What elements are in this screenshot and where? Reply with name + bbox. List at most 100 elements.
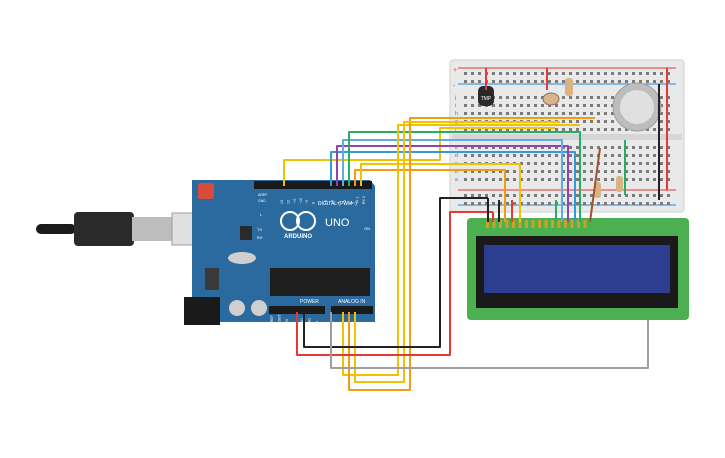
pin-label: 5V: [293, 321, 297, 326]
breadboard-hole: [541, 178, 544, 181]
gas-sensor-mesh: [620, 90, 654, 124]
breadboard-hole: [653, 72, 656, 75]
breadboard-hole: [464, 154, 467, 157]
breadboard-hole: [653, 178, 656, 181]
breadboard-hole: [485, 202, 488, 205]
pin-label: 12: [286, 200, 290, 204]
breadboard-hole: [478, 80, 481, 83]
pin-label: 4: [337, 202, 341, 204]
breadboard-hole: [660, 120, 663, 123]
breadboard-hole: [604, 104, 607, 107]
resistor-bottom-2: [616, 176, 623, 192]
breadboard-hole: [534, 128, 537, 131]
breadboard-hole: [653, 80, 656, 83]
breadboard-hole: [611, 96, 614, 99]
breadboard-hole: [527, 96, 530, 99]
breadboard-hole: [611, 112, 614, 115]
breadboard-hole: [555, 112, 558, 115]
breadboard-hole: [583, 104, 586, 107]
tmp-sensor-body: [478, 86, 494, 106]
breadboard-hole: [576, 120, 579, 123]
breadboard-hole: [534, 202, 537, 205]
breadboard-hole: [492, 104, 495, 107]
breadboard-hole: [541, 170, 544, 173]
arduino-logo-right: [296, 211, 316, 231]
breadboard-hole: [590, 80, 593, 83]
breadboard-hole: [604, 178, 607, 181]
breadboard-hole: [485, 128, 488, 131]
breadboard-hole: [583, 128, 586, 131]
wire-grey-analog: [330, 312, 649, 369]
breadboard-hole: [527, 146, 530, 149]
pin-label: A5: [365, 322, 369, 326]
pin-label: A3: [352, 322, 356, 326]
breadboard-hole: [667, 80, 670, 83]
breadboard-hole: [625, 194, 628, 197]
pin-label: 2: [349, 202, 353, 204]
breadboard-hole: [562, 170, 565, 173]
breadboard-hole: [492, 112, 495, 115]
breadboard-hole: [562, 120, 565, 123]
pin-label: Vin: [315, 321, 319, 326]
breadboard-hole: [576, 154, 579, 157]
breadboard-hole: [534, 170, 537, 173]
breadboard-hole: [590, 162, 593, 165]
breadboard-hole: [597, 112, 600, 115]
breadboard-hole: [660, 112, 663, 115]
breadboard-hole: [464, 128, 467, 131]
lcd-pin: [583, 220, 587, 228]
breadboard-hole: [555, 194, 558, 197]
breadboard-hole: [569, 194, 572, 197]
breadboard-hole: [625, 72, 628, 75]
breadboard-hole: [639, 80, 642, 83]
breadboard-hole: [548, 162, 551, 165]
breadboard-hole: [611, 146, 614, 149]
lcd-pin: [486, 220, 489, 228]
breadboard-hole: [604, 96, 607, 99]
breadboard-hole: [597, 202, 600, 205]
breadboard-hole: [527, 154, 530, 157]
breadboard-hole: [485, 178, 488, 181]
breadboard-hole: [625, 154, 628, 157]
pin-label: GND: [300, 318, 304, 326]
arduino-brand: ARDUINO: [284, 234, 312, 240]
lcd-pin: [570, 220, 574, 228]
breadboard-hole: [604, 154, 607, 157]
breadboard-hole: [569, 170, 572, 173]
breadboard-hole: [464, 146, 467, 149]
breadboard-hole: [562, 202, 565, 205]
breadboard-hole: [632, 178, 635, 181]
breadboard-hole: [492, 178, 495, 181]
breadboard-hole: [590, 146, 593, 149]
power-header: [269, 306, 325, 314]
breadboard-hole: [639, 170, 642, 173]
breadboard-hole: [499, 146, 502, 149]
breadboard-hole: [576, 202, 579, 205]
breadboard-hole: [520, 112, 523, 115]
breadboard-hole: [583, 178, 586, 181]
lcd-pin-header: [486, 220, 587, 228]
breadboard-hole: [562, 128, 565, 131]
breadboard-hole: [527, 80, 530, 83]
breadboard-hole: [667, 162, 670, 165]
breadboard-hole: [541, 96, 544, 99]
lcd-pin: [518, 220, 522, 228]
breadboard-hole: [485, 146, 488, 149]
breadboard-hole: [562, 96, 565, 99]
breadboard-hole: [653, 194, 656, 197]
breadboard-hole: [576, 194, 579, 197]
pin-label: ~6: [324, 200, 328, 204]
breadboard-hole: [464, 112, 467, 115]
breadboard-hole: [492, 202, 495, 205]
breadboard-hole: [513, 202, 516, 205]
breadboard-hole: [485, 194, 488, 197]
breadboard-hole: [590, 170, 593, 173]
resistor-bottom-2-body: [616, 176, 623, 192]
breadboard-hole: [506, 178, 509, 181]
breadboard-hole: [471, 170, 474, 173]
breadboard-hole: [499, 104, 502, 107]
breadboard-hole: [583, 194, 586, 197]
breadboard-hole: [520, 128, 523, 131]
breadboard-hole: [667, 96, 670, 99]
